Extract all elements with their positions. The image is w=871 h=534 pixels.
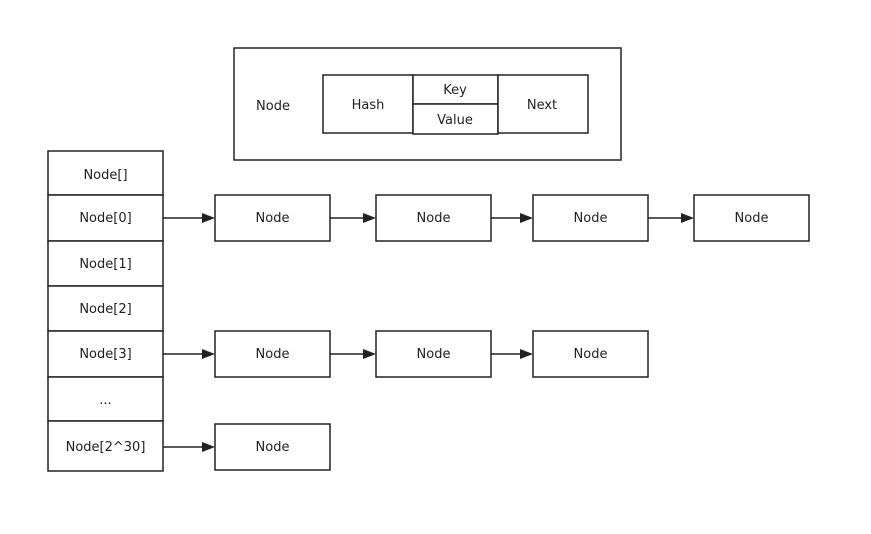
bucket-slot-label: Node[2^30] xyxy=(66,440,146,455)
arrow-head xyxy=(681,213,694,223)
bucket-slot-label: Node[3] xyxy=(79,347,131,362)
legend-caption: Node xyxy=(256,99,290,114)
hash-field-label: Hash xyxy=(352,98,385,113)
linked-node-label: Node xyxy=(256,211,290,226)
chain-node-3: Node Node Node xyxy=(163,330,649,378)
bucket-slot-label: Node[0] xyxy=(79,211,131,226)
chain-node-2-30: Node xyxy=(163,423,331,471)
next-field-box xyxy=(497,74,589,134)
linked-node xyxy=(532,194,649,242)
linked-node-label: Node xyxy=(574,211,608,226)
hash-field-box xyxy=(322,74,414,134)
arrow-head xyxy=(202,213,215,223)
bucket-slot-label: ... xyxy=(99,393,111,408)
arrow-head xyxy=(202,442,215,452)
next-field-label: Next xyxy=(527,98,557,113)
arrow-head xyxy=(363,213,376,223)
bucket-slot xyxy=(47,376,164,422)
linked-node xyxy=(693,194,810,242)
table-header-label: Node[] xyxy=(83,168,127,183)
arrow-head xyxy=(202,349,215,359)
bucket-slot xyxy=(47,420,164,472)
bucket-slot xyxy=(47,240,164,287)
linked-node xyxy=(214,194,331,242)
bucket-slot-label: Node[2] xyxy=(79,302,131,317)
bucket-slot xyxy=(47,330,164,378)
arrow-head xyxy=(520,213,533,223)
linked-node-label: Node xyxy=(256,347,290,362)
linked-node-label: Node xyxy=(735,211,769,226)
node-structure-legend: Node Hash Key Value Next xyxy=(233,47,622,161)
bucket-table: Node[] Node[0] Node[1] Node[2] Node[3] .… xyxy=(47,150,164,472)
linked-node xyxy=(214,330,331,378)
linked-node xyxy=(214,423,331,471)
key-field-label: Key xyxy=(443,83,467,98)
linked-node-label: Node xyxy=(417,211,451,226)
chain-node-0: Node Node Node Node xyxy=(163,194,810,242)
bucket-slot-label: Node[1] xyxy=(79,257,131,272)
arrow-head xyxy=(520,349,533,359)
linked-node xyxy=(375,330,492,378)
linked-node xyxy=(375,194,492,242)
value-field-label: Value xyxy=(437,113,473,128)
linked-node xyxy=(532,330,649,378)
table-header-cell xyxy=(47,150,164,196)
linked-node-label: Node xyxy=(574,347,608,362)
linked-node-label: Node xyxy=(417,347,451,362)
arrow-head xyxy=(363,349,376,359)
linked-node-label: Node xyxy=(256,440,290,455)
